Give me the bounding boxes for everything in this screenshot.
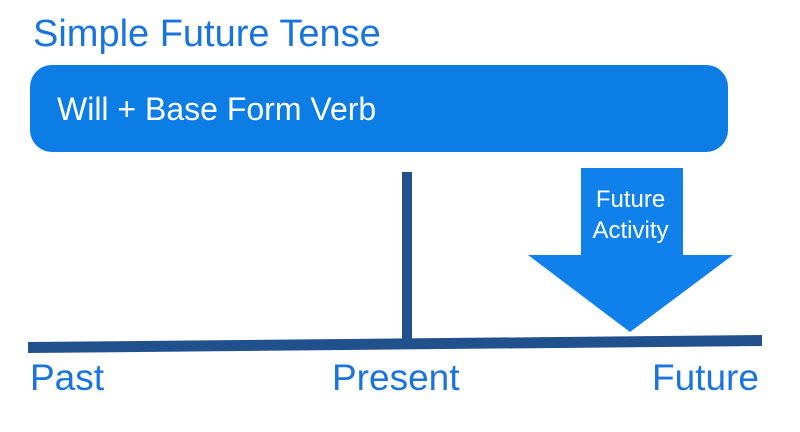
arrow-label-line1: Future [595, 186, 666, 213]
arrow-label-line2: Activity [592, 217, 669, 244]
timeline-label-present: Present [332, 357, 460, 398]
timeline-label-future: Future [652, 357, 759, 398]
timeline-label-past: Past [30, 357, 105, 398]
page-title: Simple Future Tense [33, 13, 381, 55]
timeline-axis [27, 335, 763, 354]
formula-text: Will + Base Form Verb [57, 90, 377, 127]
present-tick-line [402, 172, 412, 348]
down-arrow-icon [528, 168, 733, 332]
arrow-label: Future Activity [528, 184, 733, 246]
future-activity-arrow: Future Activity [528, 168, 733, 332]
formula-box: Will + Base Form Verb [30, 65, 728, 152]
